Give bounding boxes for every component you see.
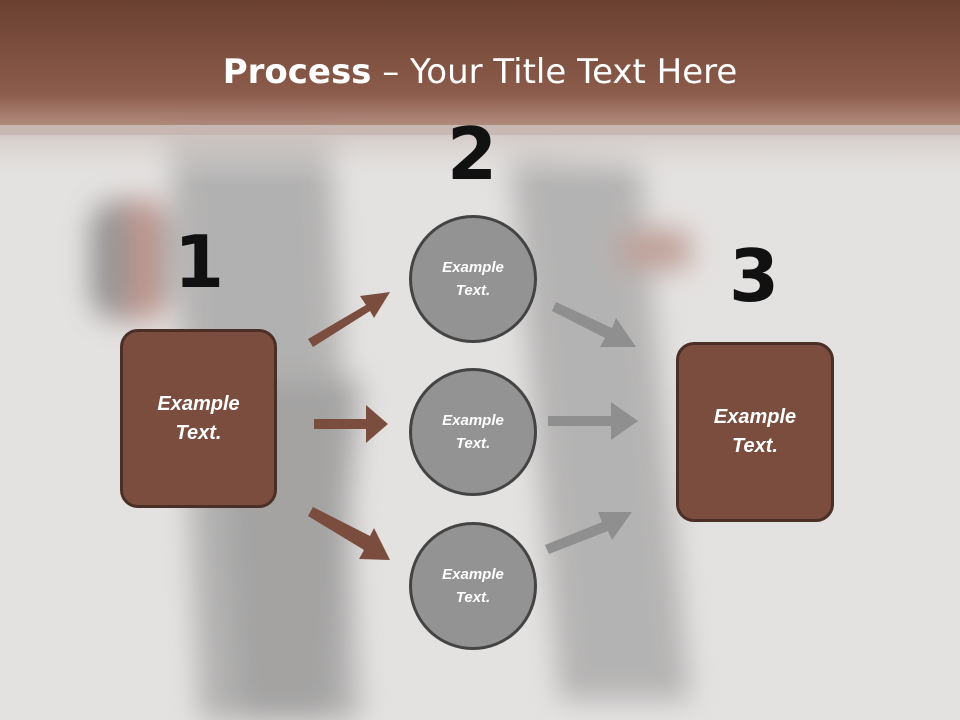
step-3-number: 3 <box>728 234 780 318</box>
step-1-box-text: Example Text. <box>157 392 240 444</box>
arrow-right-gray <box>548 402 638 440</box>
arrow-down-right-gray <box>552 302 636 347</box>
step-3-box: Example Text. <box>676 342 834 522</box>
arrow-right-brown <box>314 405 388 443</box>
arrow-up-right-gray <box>545 512 632 554</box>
step-2-number: 2 <box>446 112 498 196</box>
circle-top-text: Example Text. <box>442 259 504 299</box>
page-title: Process – Your Title Text Here <box>0 52 960 92</box>
arrow-up-right-brown <box>308 292 390 347</box>
circle-bottom-text: Example Text. <box>442 566 504 606</box>
title-rest: – Your Title Text Here <box>371 52 738 92</box>
step-1-number: 1 <box>173 220 225 304</box>
circle-middle-text: Example Text. <box>442 412 504 452</box>
arrow-down-right-brown <box>308 507 390 560</box>
step-2-circle-middle: Example Text. <box>409 368 537 496</box>
step-2-circle-top: Example Text. <box>409 215 537 343</box>
title-bold: Process <box>222 52 372 92</box>
step-2-circle-bottom: Example Text. <box>409 522 537 650</box>
step-1-box: Example Text. <box>120 329 277 508</box>
step-3-box-text: Example Text. <box>713 406 797 457</box>
